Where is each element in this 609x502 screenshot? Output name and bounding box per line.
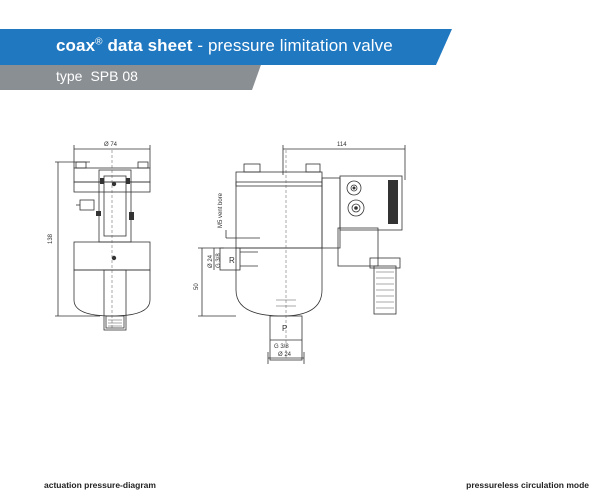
doc-type: data sheet [107,36,193,55]
section-heading-actuation: actuation pressure-diagram [44,480,156,490]
title-separator: - [192,36,208,55]
dim-front-height: 138 [48,233,54,244]
vent-bore-label: M5 vent bore [218,192,224,228]
title-bar [0,29,452,65]
section-heading-circulation: pressureless circulation mode [466,480,589,490]
actuator-fittings [346,180,365,217]
page-title: coax® data sheet - pressure limitation v… [56,36,393,56]
type-label: type [56,68,83,84]
front-view [55,145,151,331]
port-r-dia: Ø 24 [208,254,214,268]
subtitle-bar [0,62,262,90]
dim-front-width: Ø 74 [104,142,118,148]
product-description: pressure limitation valve [207,36,393,55]
port-r-thread: G 3/8 [216,253,222,268]
side-view [198,145,406,364]
port-r-label: R [229,256,235,265]
technical-drawing: Ø 74 138 114 M5 vent bore Ø 24 G 3/8 R 5… [48,142,406,364]
type-value: SPB 08 [90,68,138,84]
port-p-dia: Ø 24 [278,352,292,358]
type-line: type SPB 08 [56,68,138,84]
brand-name: coax [56,36,96,55]
dim-side-length: 114 [337,142,347,148]
registered-mark: ® [95,36,103,48]
port-p-thread: G 3/8 [274,344,289,350]
port-p-label: P [282,324,287,333]
dim-50: 50 [194,283,200,290]
